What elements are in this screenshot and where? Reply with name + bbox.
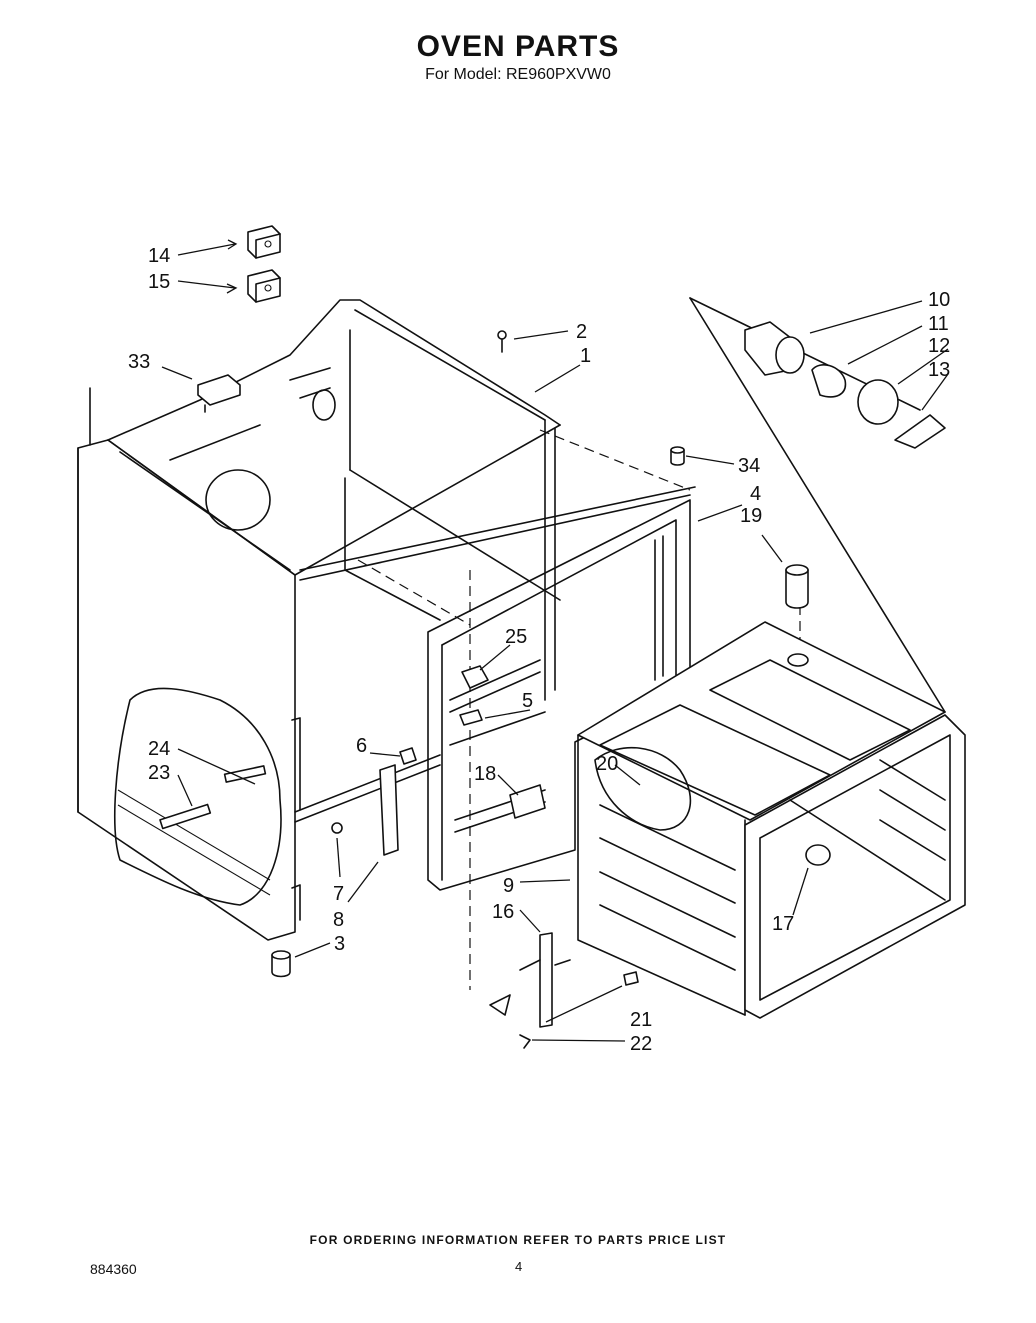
callout-1: 1 <box>580 345 591 367</box>
callout-11: 11 <box>928 313 949 335</box>
side-panel-cutaway <box>114 687 282 906</box>
callout-7: 7 <box>333 883 344 905</box>
callout-34: 34 <box>738 455 760 477</box>
callout-19: 19 <box>740 505 762 527</box>
part-5-element <box>459 709 483 726</box>
callout-17: 17 <box>772 913 794 935</box>
callout-23: 23 <box>148 762 170 784</box>
callout-8: 8 <box>333 909 344 931</box>
callout-12: 12 <box>928 335 950 357</box>
callout-25: 25 <box>505 626 527 648</box>
part-3-leveling-leg <box>271 950 291 978</box>
callout-22: 22 <box>630 1033 652 1055</box>
page-title: OVEN PARTS <box>416 30 620 63</box>
callout-21: 21 <box>630 1009 652 1031</box>
part-15-switch <box>247 269 281 303</box>
callout-20: 20 <box>596 753 618 775</box>
part-8-hinge <box>379 764 399 856</box>
callout-13: 13 <box>928 359 950 381</box>
callout-6: 6 <box>356 735 367 757</box>
part-14-switch <box>247 225 281 259</box>
light-assembly <box>689 297 946 713</box>
callout-labels: 14 15 33 2 1 34 4 19 10 11 12 13 25 5 6 … <box>128 245 950 1055</box>
callout-33: 33 <box>128 351 150 373</box>
ordering-note: FOR ORDERING INFORMATION REFER TO PARTS … <box>309 1233 727 1247</box>
part-16-hinge <box>489 932 571 1028</box>
callout-4: 4 <box>750 483 761 505</box>
page-number: 4 <box>515 1259 523 1274</box>
callout-9: 9 <box>503 875 514 897</box>
callout-3: 3 <box>334 933 345 955</box>
model-subtitle: For Model: RE960PXVW0 <box>425 66 611 83</box>
part-18-bracket <box>509 784 546 819</box>
part-2-screw <box>497 330 507 353</box>
callout-14: 14 <box>148 245 170 267</box>
part-7-nut <box>331 822 343 834</box>
callout-24: 24 <box>148 738 170 760</box>
part-21-screw <box>623 971 639 986</box>
callout-18: 18 <box>474 763 496 785</box>
part-22-clip <box>519 1034 531 1049</box>
part-34-plug <box>670 446 685 466</box>
part-19-vent-tube <box>785 564 809 609</box>
oven-chassis <box>77 299 801 990</box>
part-33-bracket <box>197 374 241 413</box>
document-number: 884360 <box>90 1261 137 1277</box>
callout-16: 16 <box>492 901 514 923</box>
part-25-sensor <box>461 665 489 689</box>
callout-5: 5 <box>522 690 533 712</box>
leader-lines <box>161 239 949 1042</box>
part-6-bolt <box>399 747 417 765</box>
oven-liner <box>577 621 966 1019</box>
callout-15: 15 <box>148 271 170 293</box>
callout-2: 2 <box>576 321 587 343</box>
callout-10: 10 <box>928 289 950 311</box>
